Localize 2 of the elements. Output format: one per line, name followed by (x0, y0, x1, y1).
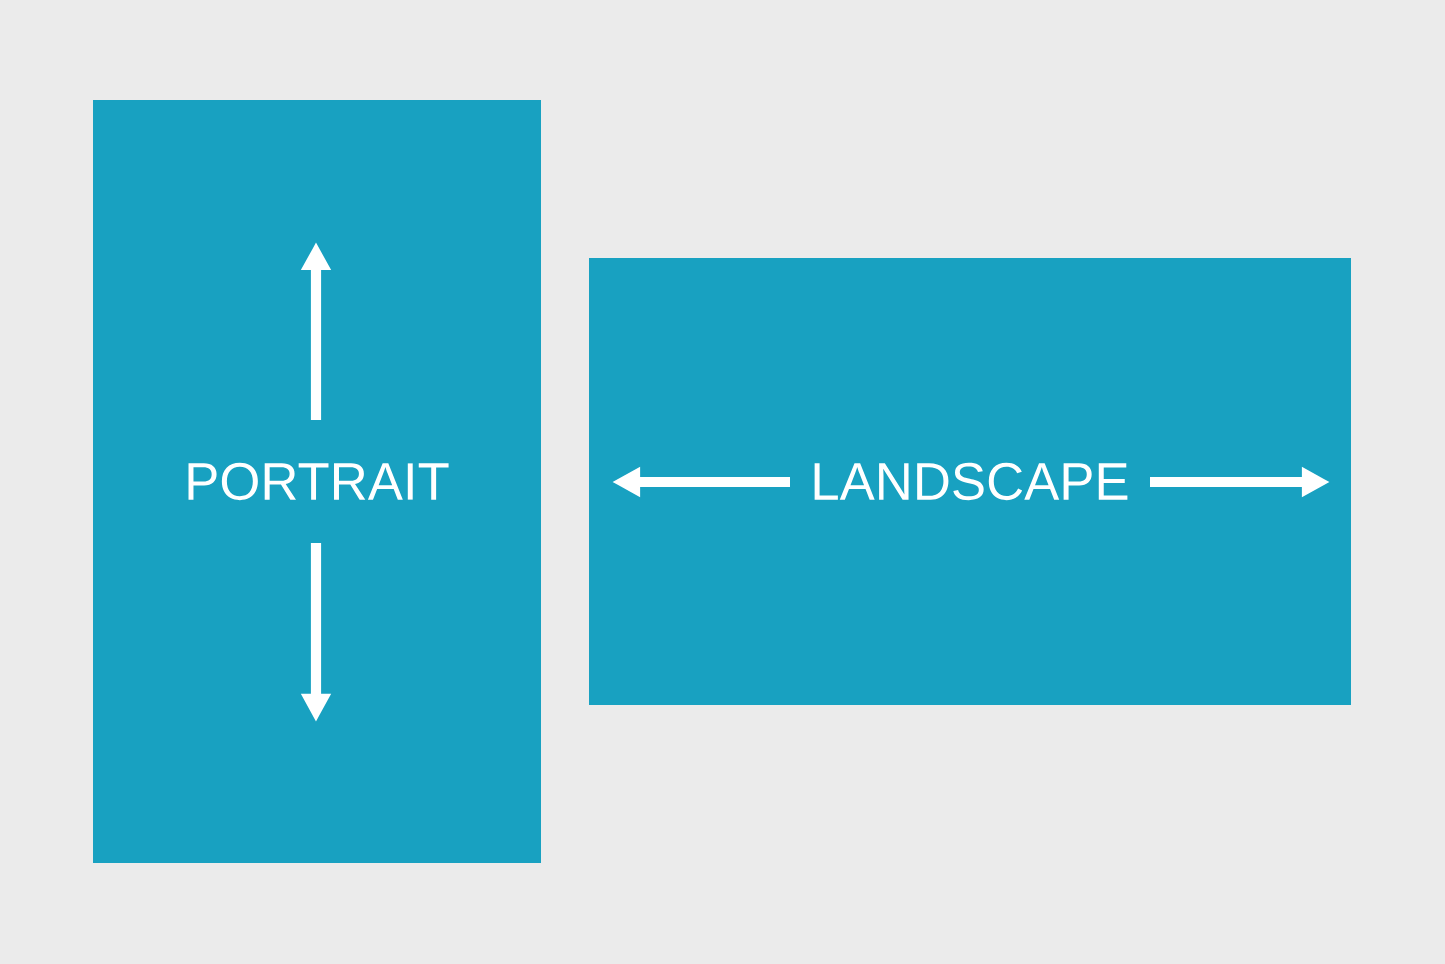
orientation-box: PORTRAIT (93, 100, 541, 863)
orientation-box: LANDSCAPE (589, 258, 1351, 705)
